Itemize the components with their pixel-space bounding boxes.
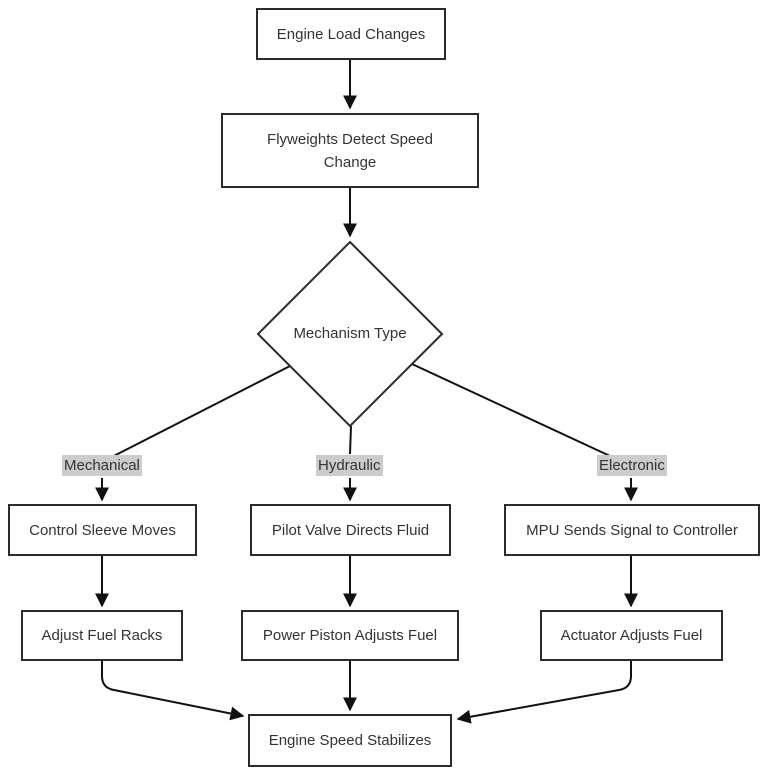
edge-mechanism-to-mechanical xyxy=(101,365,291,463)
node-adjust-fuel-racks-label: Adjust Fuel Racks xyxy=(41,627,163,644)
edge-fuel-racks-to-engine-speed xyxy=(101,661,245,721)
node-control-sleeve-moves-label: Control Sleeve Moves xyxy=(29,521,176,539)
node-engine-speed-stabilizes: Engine Speed Stabilizes xyxy=(248,714,452,767)
node-engine-load-changes-label: Engine Load Changes xyxy=(276,25,426,43)
node-flyweights-detect-speed-change: Flyweights Detect Speed Change xyxy=(221,113,479,188)
node-actuator-adjusts-fuel: Actuator Adjusts Fuel xyxy=(540,610,723,661)
node-pilot-valve-directs-fluid-label: Pilot Valve Directs Fluid xyxy=(271,521,430,539)
node-mpu-sends-signal: MPU Sends Signal to Controller xyxy=(504,504,760,556)
node-control-sleeve-moves: Control Sleeve Moves xyxy=(8,504,197,556)
decision-mechanism-type-label: Mechanism Type xyxy=(293,325,407,342)
edge-label-electronic: Electronic xyxy=(597,455,667,476)
decision-diamond xyxy=(256,240,444,428)
edge-mechanism-to-electronic xyxy=(411,363,611,457)
node-power-piston-adjusts-fuel-label: Power Piston Adjusts Fuel xyxy=(262,627,438,644)
node-mpu-sends-signal-label: MPU Sends Signal to Controller xyxy=(526,521,738,539)
edge-actuator-to-engine-speed xyxy=(456,661,632,724)
edge-label-mechanical: Mechanical xyxy=(62,455,142,476)
node-engine-load-changes: Engine Load Changes xyxy=(256,8,446,60)
edge-mechanism-to-hydraulic xyxy=(349,425,352,455)
node-adjust-fuel-racks: Adjust Fuel Racks xyxy=(21,610,183,661)
node-pilot-valve-directs-fluid: Pilot Valve Directs Fluid xyxy=(250,504,451,556)
node-actuator-adjusts-fuel-label: Actuator Adjusts Fuel xyxy=(560,627,703,644)
node-power-piston-adjusts-fuel: Power Piston Adjusts Fuel xyxy=(241,610,459,661)
edge-label-hydraulic: Hydraulic xyxy=(316,455,383,476)
node-flyweights-label-line1: Flyweights Detect Speed xyxy=(267,130,433,148)
node-engine-speed-stabilizes-label: Engine Speed Stabilizes xyxy=(268,732,432,749)
node-flyweights-label-line2: Change xyxy=(323,153,377,171)
